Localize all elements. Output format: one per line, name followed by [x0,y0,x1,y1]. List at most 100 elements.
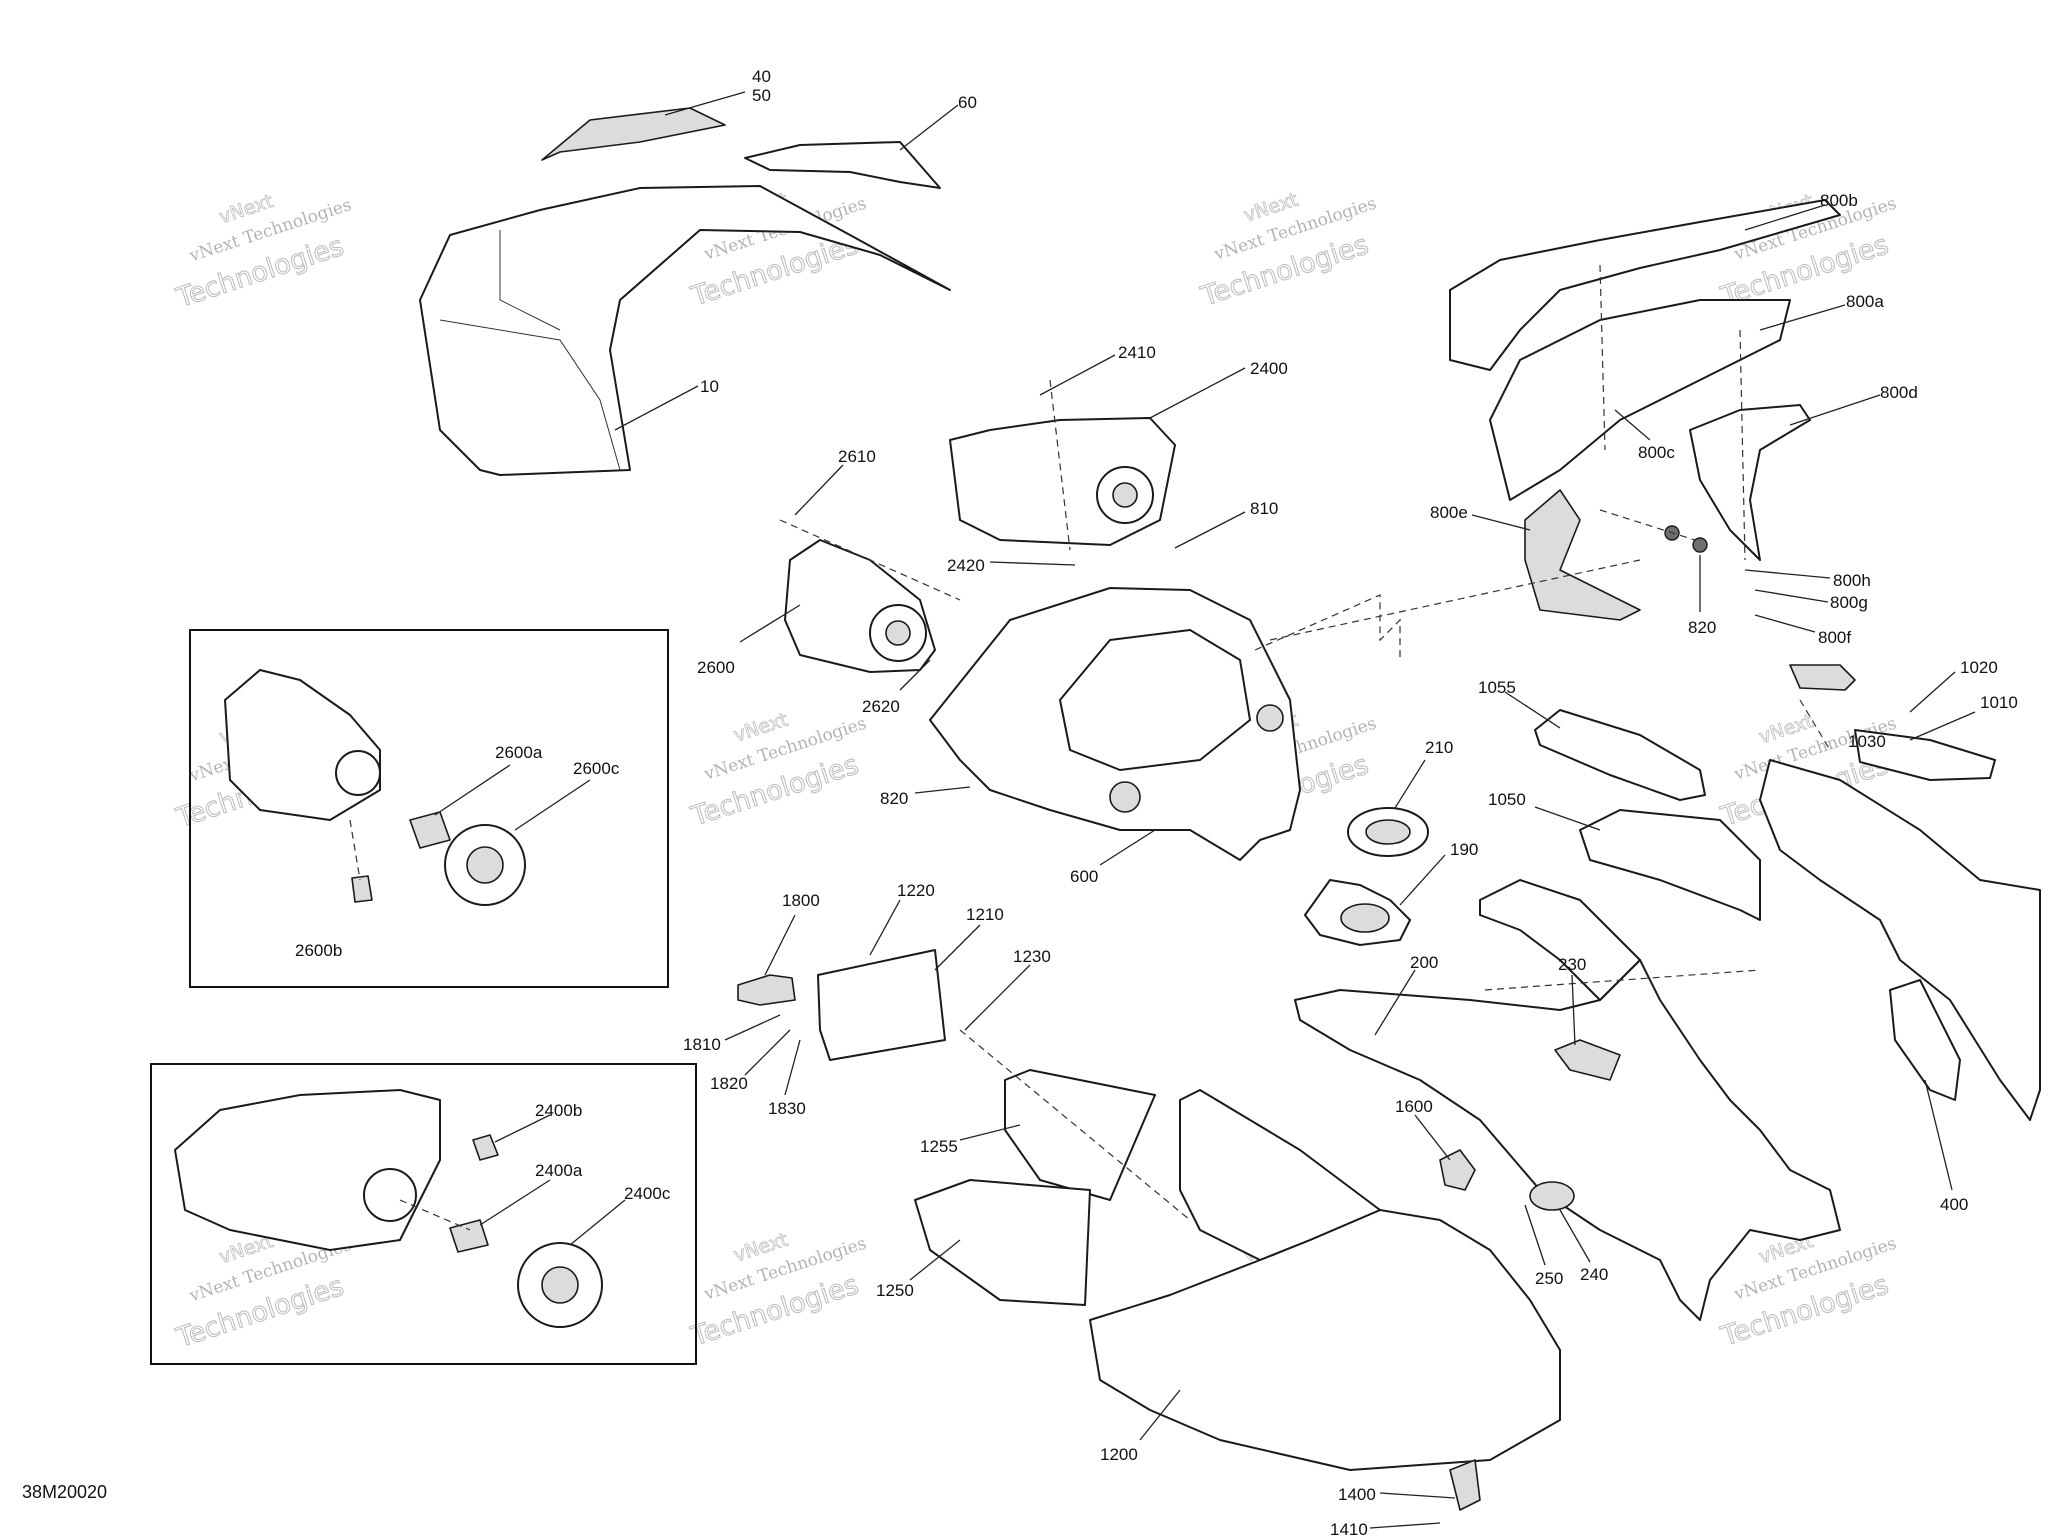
callout-190: 190 [1450,840,1478,859]
assembly-line [1799,699,1831,751]
leader-800c [1614,409,1651,441]
leader-2400 [1149,367,1246,419]
callout-40: 40 [752,67,771,86]
callout-1020: 1020 [1960,658,1998,677]
assembly-line [1739,329,1746,561]
leader-1230 [964,964,1031,1031]
callout-2400: 2400 [1250,359,1288,378]
leader-2600a [434,764,511,816]
leader-250 [1524,1204,1546,1266]
part-10-detail [439,230,621,471]
inset-2600-socket [335,750,381,796]
callout-250: 250 [1535,1269,1563,1288]
assembly-line [1599,264,1606,451]
callout-1410: 1410 [1330,1520,1368,1536]
part-2400b-bulb [472,1134,499,1161]
leader-1020 [1909,671,1956,713]
inset-2400-housing [174,1089,441,1251]
callout-2600: 2600 [697,658,735,677]
part-40-vent [541,107,726,161]
leader-2400b [494,1114,551,1143]
leader-1800 [764,914,796,976]
inset-2400-socket [363,1168,417,1222]
leader-800d [1789,394,1881,426]
callout-2600c: 2600c [573,759,620,778]
part-1210-bracket [817,949,946,1061]
callout-1810: 1810 [683,1035,721,1054]
callout-1210: 1210 [966,905,1004,924]
leader-1830 [784,1039,801,1096]
callout-2410: 2410 [1118,343,1156,362]
part-2600a-bulb [409,811,451,849]
callout-210: 210 [1425,738,1453,757]
part-2600-lens-center [885,620,911,646]
callout-1830: 1830 [768,1099,806,1118]
leader-1410 [1369,1522,1441,1529]
part-800a-cover [1489,299,1791,501]
leader-2600 [739,604,801,643]
callout-2400b: 2400b [535,1101,582,1120]
callout-800e: 800e [1430,503,1468,522]
leader-230 [1571,974,1576,1046]
part-200-upper [1479,879,1641,1001]
assembly-line [779,519,961,601]
watermark-1: vNext vNext Technologies Technologies [172,190,354,315]
leader-60 [899,104,959,151]
leader-1820 [744,1029,791,1076]
callout-10: 10 [700,377,719,396]
part-400-right-cover [1759,759,2041,1121]
callout-1030: 1030 [1848,732,1886,751]
callout-60: 60 [958,93,977,112]
leader-1400 [1379,1492,1456,1499]
assembly-line [349,819,361,881]
callout-1200: 1200 [1100,1445,1138,1464]
callout-2610: 2610 [838,447,876,466]
callout-800h: 800h [1833,571,1871,590]
callout-1010: 1010 [1980,693,2018,712]
callout-2600a: 2600a [495,743,543,762]
watermark-3: vNext vNext Technologies Technologies [1196,188,1378,313]
leader-240 [1559,1209,1591,1263]
callout-labels: 40 50 60 10 2410 2400 2610 810 2420 2600… [295,67,2018,1536]
leader-1055 [1504,691,1561,729]
callout-1055: 1055 [1478,678,1516,697]
assembly-line [1484,969,1761,991]
callout-1230: 1230 [1013,947,1051,966]
callout-800b: 800b [1820,191,1858,210]
callout-800c: 800c [1638,443,1675,462]
leader-800g [1754,589,1829,603]
leader-800h [1744,569,1831,579]
leader-1255 [959,1124,1021,1141]
assembly-line [399,1199,471,1231]
part-1050-pad [1579,809,1761,921]
part-1400-clip [1449,1459,1481,1511]
callout-1250: 1250 [876,1281,914,1300]
leader-2400a [479,1179,551,1226]
callout-2400a: 2400a [535,1161,583,1180]
callout-800f: 800f [1818,628,1851,647]
part-230-plate [1554,1039,1621,1081]
callout-820-left: 820 [880,789,908,808]
assembly-line [1049,379,1071,551]
watermark-6: vNext vNext Technologies Technologies [686,708,868,833]
part-2600c-cap-center [466,846,504,884]
leader-210 [1394,759,1426,809]
leader-2410 [1039,354,1116,396]
part-800d-bracket [1689,404,1811,561]
part-2400c-cap-center [541,1266,579,1304]
part-1010-bracket [1854,729,1996,781]
part-1200-lower-panel [1089,1209,1561,1471]
part-600-opening [1059,629,1251,771]
leader-1810 [724,1014,781,1041]
leader-200 [1374,969,1416,1036]
leader-1010 [1909,711,1976,741]
leader-10 [614,385,699,431]
part-400-vent [1889,979,1961,1101]
diagram-reference-id: 38M20020 [22,1482,107,1502]
part-2400-lens-center [1112,482,1138,508]
part-2400a-bulb [449,1219,489,1253]
callout-230: 230 [1558,955,1586,974]
part-240-grommet [1529,1181,1575,1211]
leader-1600 [1414,1114,1451,1161]
part-1055-pad [1534,709,1706,801]
